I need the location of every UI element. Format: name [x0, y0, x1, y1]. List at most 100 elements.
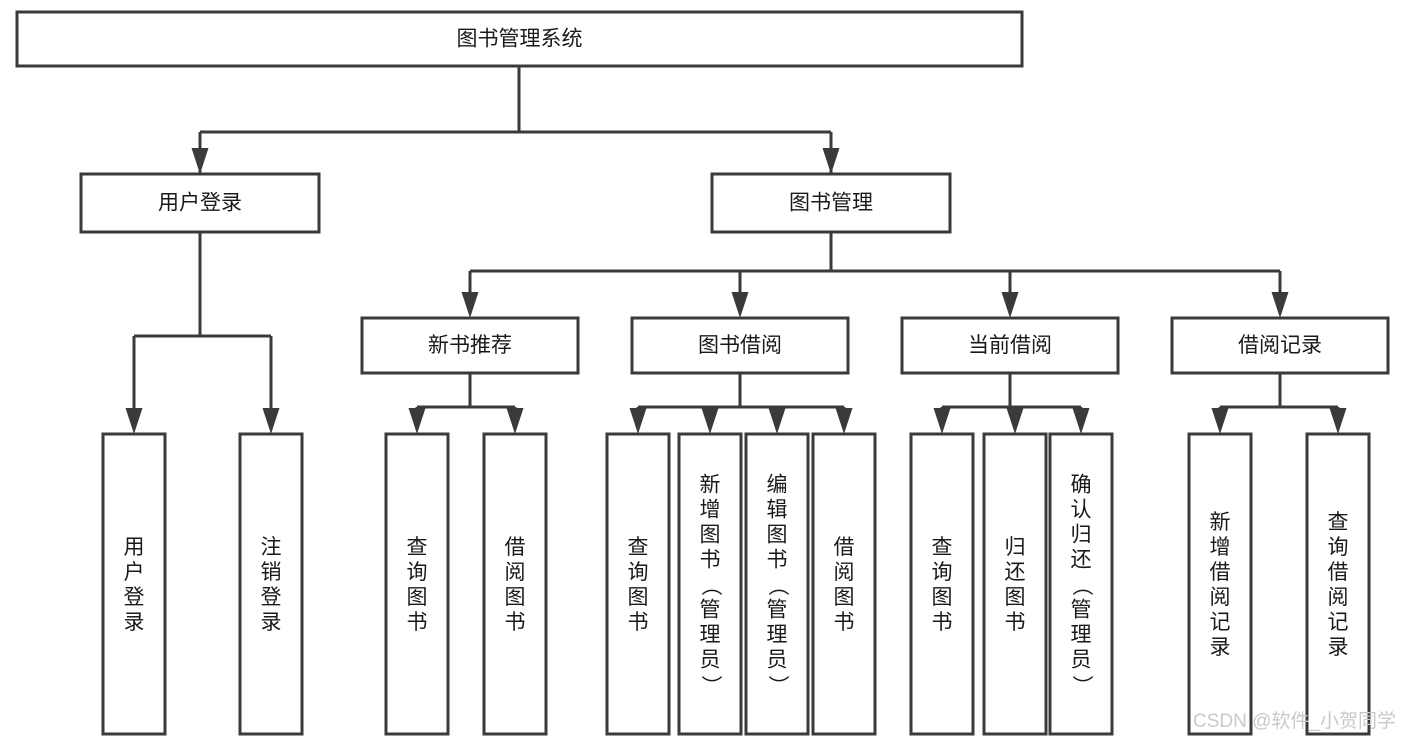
node-leaf-add-record-label-char: 增 — [1210, 536, 1231, 559]
node-root-box[interactable] — [15, 10, 1024, 68]
node-leaf-query-record-label-char: 询 — [1328, 536, 1349, 559]
arrow-head-icon — [1072, 408, 1090, 434]
node-leaf-borrow-book-1-label-char: 阅 — [505, 561, 526, 584]
node-leaf-add-book-label-char: 增 — [700, 499, 721, 522]
node-leaf-query-book-2-label-char: 询 — [628, 561, 649, 584]
node-leaf-borrow-book-2-label-char: 借 — [834, 536, 855, 559]
node-leaf-return-book-label-char: 书 — [1005, 611, 1026, 634]
arrow-head-icon — [822, 148, 840, 174]
node-leaf-logout-label-char: 销 — [261, 561, 282, 584]
node-leaf-add-book-label-char: 新 — [700, 474, 721, 497]
node-leaf-user-login-label-char: 登 — [124, 586, 145, 609]
node-user-login-box[interactable] — [79, 172, 321, 234]
node-book-borrow-box[interactable] — [630, 316, 850, 375]
node-leaf-user-login-label-char: 用 — [124, 536, 145, 559]
node-leaf-add-record-box[interactable] — [1187, 432, 1253, 736]
node-leaf-borrow-book-1-label-char: 书 — [505, 611, 526, 634]
node-leaf-return-book-box[interactable] — [982, 432, 1048, 736]
arrow-head-icon — [768, 408, 786, 434]
node-root-label: 图书管理系统 — [457, 28, 583, 51]
node-leaf-return-book-label-char: 还 — [1005, 561, 1026, 584]
node-leaf-user-login[interactable]: 用户登录 — [101, 432, 167, 736]
node-current-borrow[interactable]: 当前借阅 — [900, 316, 1120, 375]
node-new-book-rec[interactable]: 新书推荐 — [360, 316, 580, 375]
node-leaf-confirm-return-label-char: 归 — [1071, 524, 1092, 547]
arrow-head-icon — [262, 408, 280, 434]
node-leaf-add-book-box[interactable] — [677, 432, 743, 736]
node-user-login[interactable]: 用户登录 — [79, 172, 321, 234]
node-leaf-query-record-label-char: 借 — [1328, 561, 1349, 584]
arrow-head-icon — [701, 408, 719, 434]
node-book-manage[interactable]: 图书管理 — [710, 172, 952, 234]
node-new-book-rec-box[interactable] — [360, 316, 580, 375]
node-leaf-edit-book-label-char: 编 — [767, 474, 788, 497]
node-leaf-confirm-return-label-char: 员 — [1071, 649, 1092, 672]
node-leaf-edit-book-box[interactable] — [744, 432, 810, 736]
node-leaf-query-book-3-label-char: 询 — [932, 561, 953, 584]
node-current-borrow-box[interactable] — [900, 316, 1120, 375]
node-leaf-add-book-label-char: 管 — [700, 599, 721, 622]
arrow-head-icon — [1006, 408, 1024, 434]
node-leaf-confirm-return-label-char: 理 — [1071, 624, 1092, 647]
node-leaf-borrow-book-1-label-char: 借 — [505, 536, 526, 559]
node-leaf-user-login-label-char: 录 — [124, 611, 145, 634]
node-leaf-add-book-label-char: 书 — [700, 549, 721, 572]
node-leaf-query-record-label-char: 记 — [1328, 611, 1349, 634]
node-leaf-borrow-book-1-box[interactable] — [482, 432, 548, 736]
node-leaf-add-record-label-char: 新 — [1210, 511, 1231, 534]
node-leaf-confirm-return-label-char: ） — [1070, 675, 1093, 696]
arrow-head-icon — [125, 408, 143, 434]
arrow-head-icon — [506, 408, 524, 434]
node-leaf-logout-box[interactable] — [238, 432, 304, 736]
arrow-head-icon — [731, 292, 749, 318]
node-leaf-add-record-label-char: 阅 — [1210, 586, 1231, 609]
node-leaf-query-book-1-label-char: 查 — [407, 536, 428, 559]
node-leaf-query-book-1-box[interactable] — [384, 432, 450, 736]
arrow-head-icon — [629, 408, 647, 434]
arrow-head-icon — [1001, 292, 1019, 318]
connector-layer — [125, 66, 1347, 434]
node-leaf-add-book-label-char: 图 — [700, 524, 721, 547]
node-leaf-query-book-3-box[interactable] — [909, 432, 975, 736]
node-leaf-query-book-3-label-char: 查 — [932, 536, 953, 559]
node-leaf-confirm-return-box[interactable] — [1048, 432, 1114, 736]
node-leaf-query-book-1-label-char: 书 — [407, 611, 428, 634]
node-leaf-edit-book-label-char: ） — [766, 675, 789, 696]
node-book-manage-label: 图书管理 — [789, 192, 873, 215]
node-leaf-user-login-label-char: 户 — [124, 561, 145, 584]
node-root[interactable]: 图书管理系统 — [15, 10, 1024, 68]
node-leaf-add-record-label-char: 记 — [1210, 611, 1231, 634]
node-leaf-return-book-label-char: 归 — [1005, 536, 1026, 559]
arrow-head-icon — [191, 148, 209, 174]
node-leaf-query-book-1-label-char: 图 — [407, 586, 428, 609]
node-leaf-confirm-return-label-char: 还 — [1071, 549, 1092, 572]
node-leaf-user-login-box[interactable] — [101, 432, 167, 736]
node-leaf-query-record-box[interactable] — [1305, 432, 1371, 736]
node-leaf-edit-book-label-char: 图 — [767, 524, 788, 547]
node-leaf-borrow-book-2-label-char: 图 — [834, 586, 855, 609]
node-leaf-confirm-return-label-char: 管 — [1071, 599, 1092, 622]
node-borrow-record-box[interactable] — [1170, 316, 1390, 375]
node-borrow-record[interactable]: 借阅记录 — [1170, 316, 1390, 375]
node-book-manage-box[interactable] — [710, 172, 952, 234]
arrow-head-icon — [408, 408, 426, 434]
node-leaf-borrow-book-2-label-char: 阅 — [834, 561, 855, 584]
node-book-borrow[interactable]: 图书借阅 — [630, 316, 850, 375]
node-borrow-record-label: 借阅记录 — [1238, 334, 1322, 357]
node-leaf-borrow-book-2-box[interactable] — [811, 432, 877, 736]
node-leaf-query-book-2-box[interactable] — [605, 432, 671, 736]
